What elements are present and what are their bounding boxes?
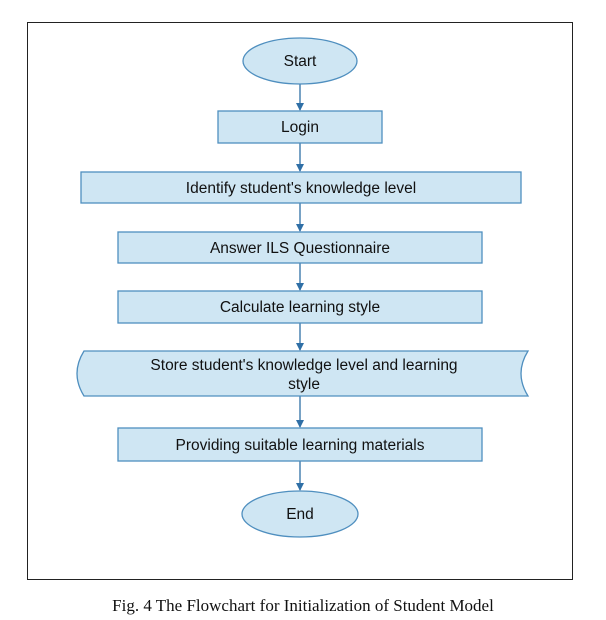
answer-box xyxy=(117,231,483,264)
identify-box xyxy=(80,171,522,204)
start-terminator xyxy=(242,37,358,85)
calculate-label: Calculate learning style xyxy=(220,299,380,316)
provide-label: Providing suitable learning materials xyxy=(176,437,425,454)
identify-label: Identify student's knowledge level xyxy=(186,180,416,197)
end-terminator xyxy=(241,490,359,538)
answer-label: Answer ILS Questionnaire xyxy=(210,240,390,257)
provide-box xyxy=(117,427,483,462)
store-data-shape xyxy=(76,350,530,397)
store-label-line1: Store student's knowledge level and lear… xyxy=(150,357,457,374)
store-label-line2: style xyxy=(288,376,320,393)
figure-caption: Fig. 4 The Flowchart for Initialization … xyxy=(112,596,494,615)
login-box xyxy=(217,110,383,144)
end-label: End xyxy=(286,506,314,523)
calculate-box xyxy=(117,290,483,324)
start-label: Start xyxy=(284,53,317,70)
login-label: Login xyxy=(281,119,319,136)
